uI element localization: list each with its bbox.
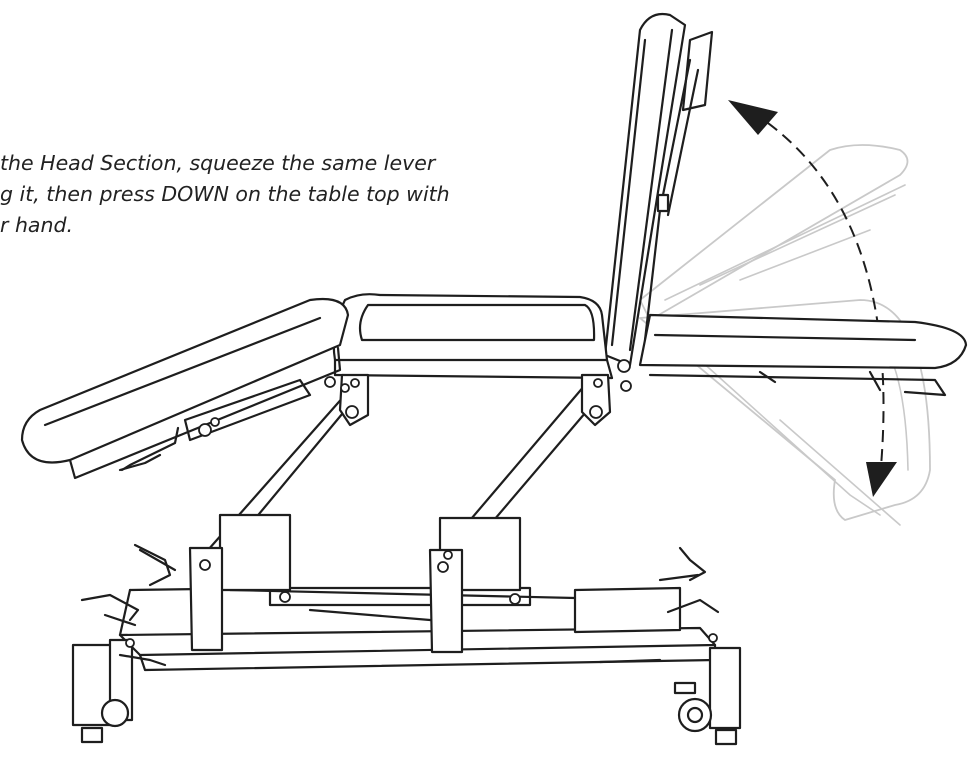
arrowhead-down-icon — [866, 462, 897, 497]
head-section-raised — [603, 12, 714, 373]
leg-section — [20, 297, 350, 480]
seat-section — [332, 293, 614, 380]
head-section-horizontal — [638, 313, 968, 397]
instruction-line-1: the Head Section, squeeze the same lever — [0, 151, 436, 175]
instruction-line-3: r hand. — [0, 213, 74, 237]
height-control-bar — [80, 543, 720, 627]
pivot-bolts — [125, 380, 718, 648]
base-posts — [188, 546, 464, 654]
instruction-line-2: g it, then press DOWN on the table top w… — [0, 182, 450, 206]
motion-arc-arrow — [728, 100, 897, 497]
instruction-text: the Head Section, squeeze the same lever… — [0, 148, 600, 241]
arrowhead-up-icon — [728, 100, 778, 135]
castor-wheels — [71, 638, 742, 746]
base-frame — [118, 513, 717, 672]
